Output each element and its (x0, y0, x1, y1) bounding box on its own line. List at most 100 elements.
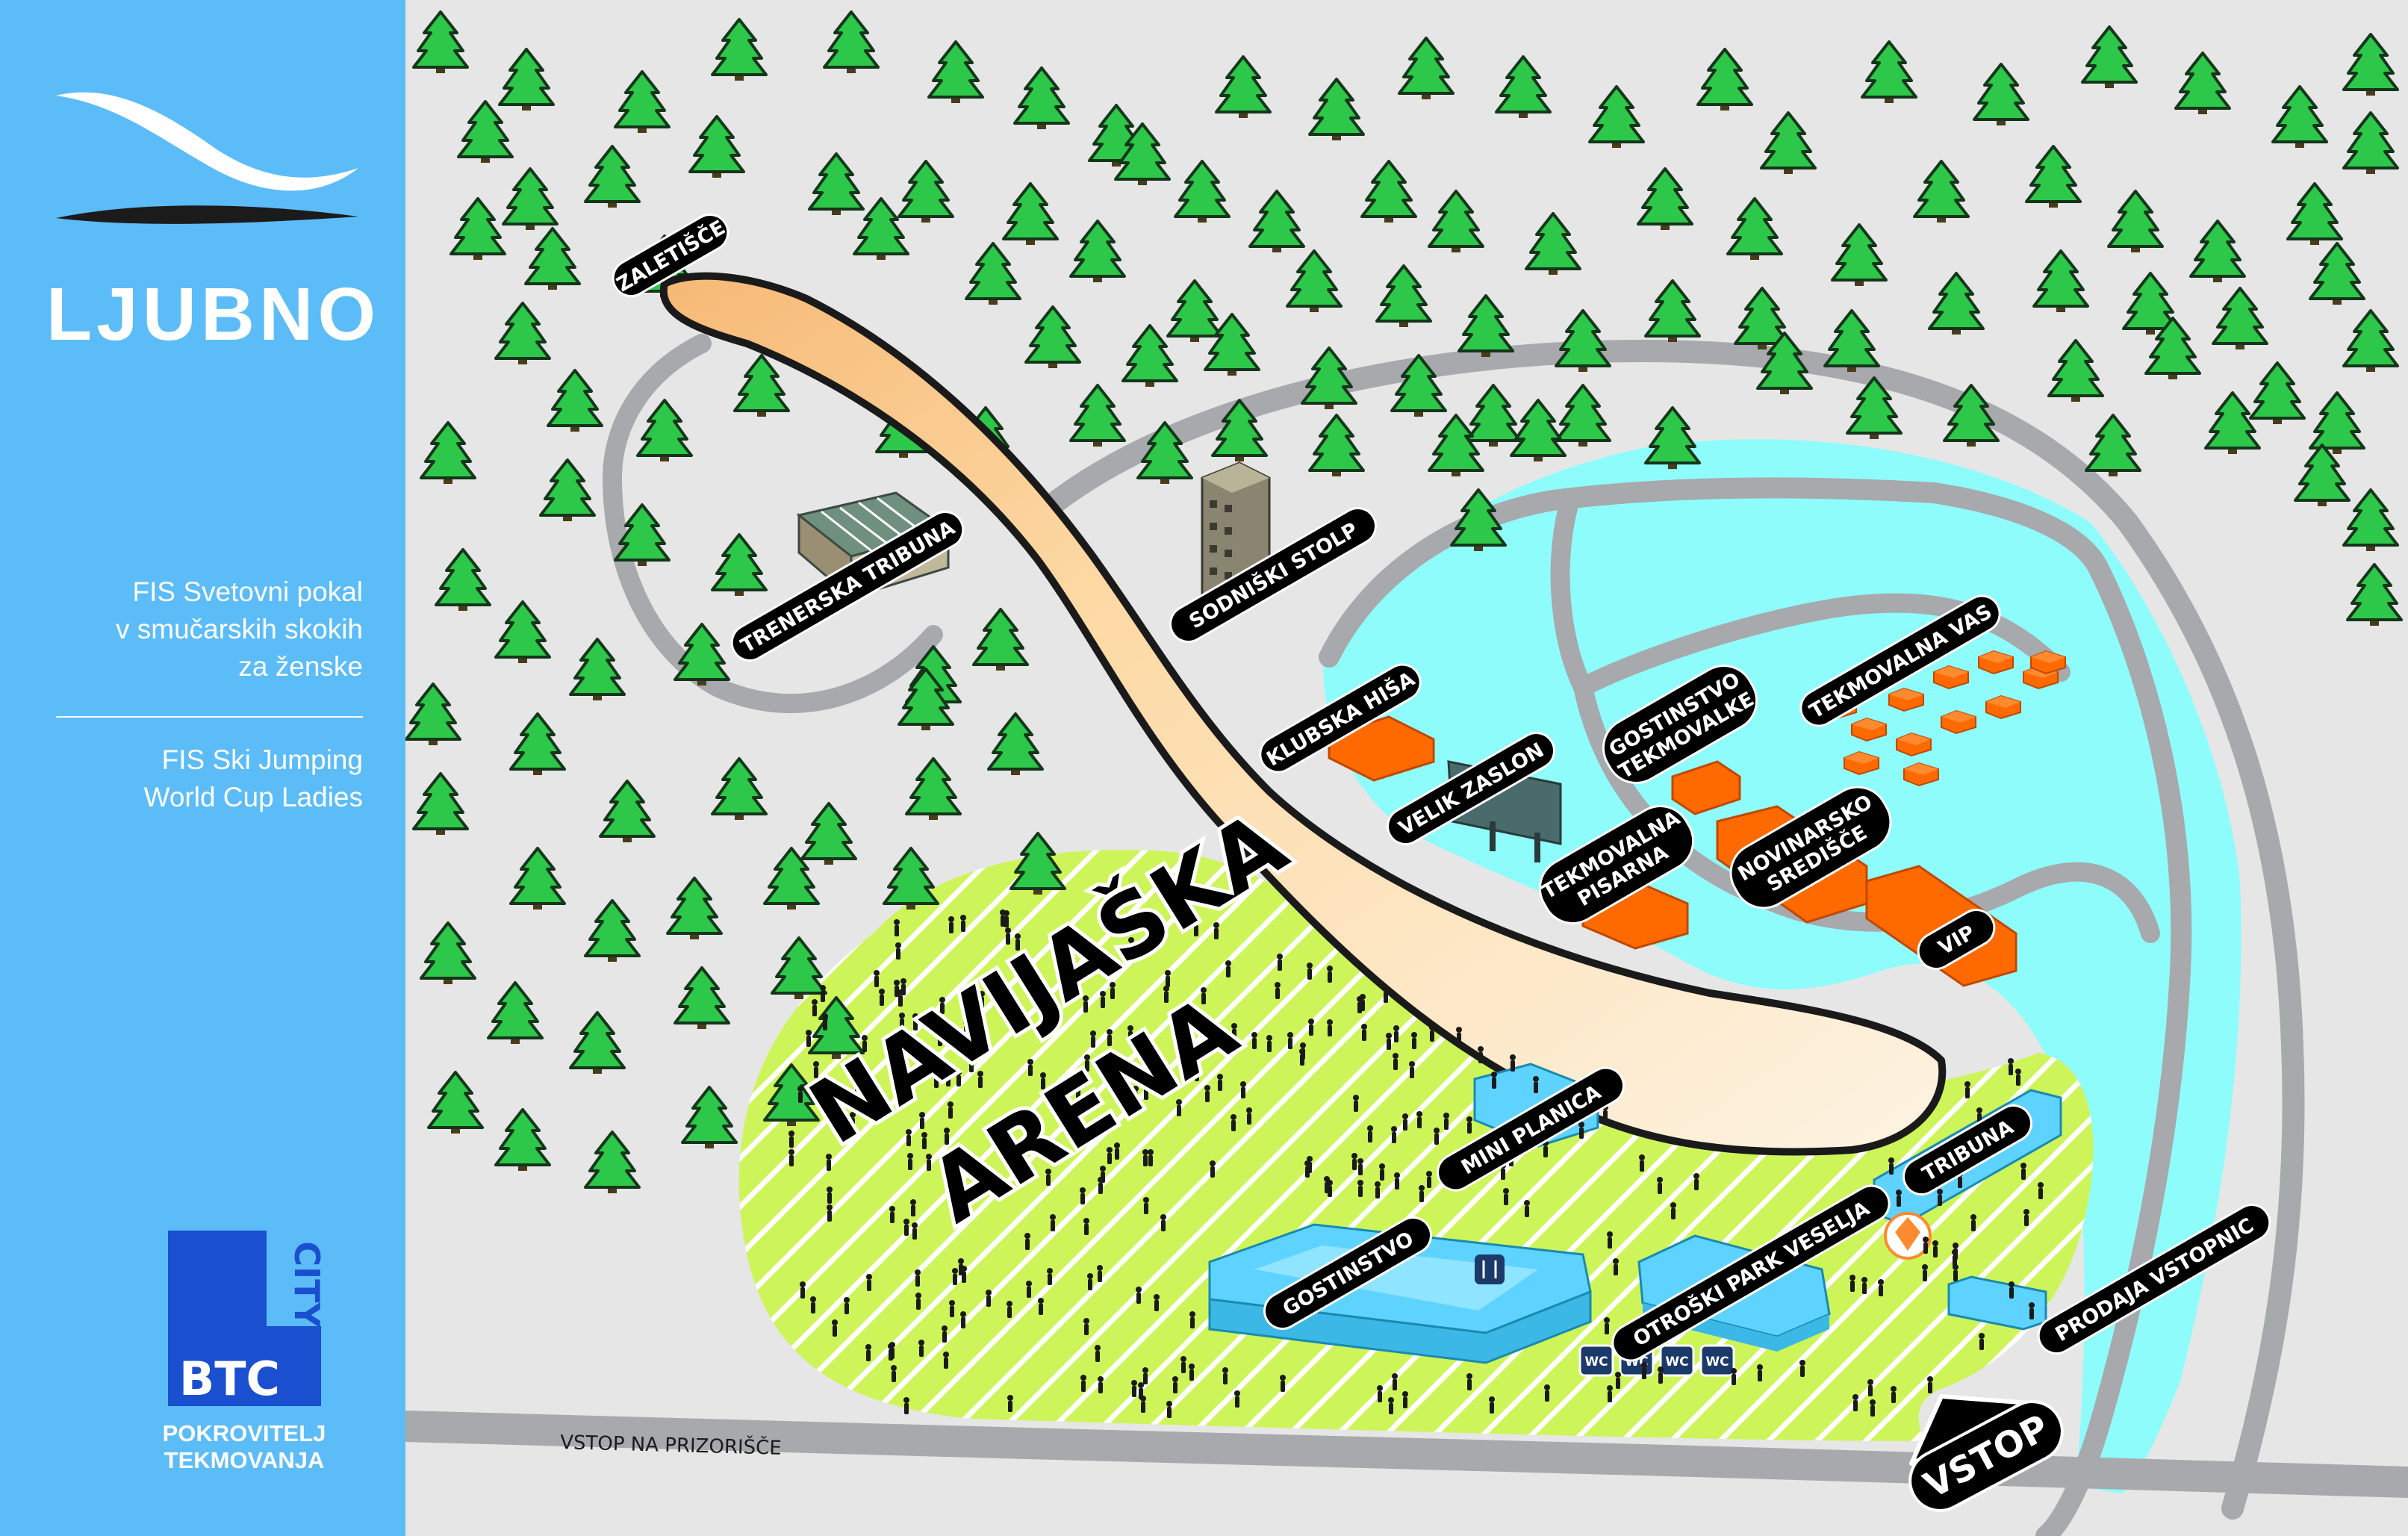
person-icon (1327, 1019, 1333, 1036)
person-icon (1757, 1364, 1763, 1381)
person-icon (1639, 1154, 1645, 1172)
person-icon (800, 1281, 806, 1299)
person-icon (960, 1311, 966, 1328)
person-icon (1578, 1122, 1584, 1139)
person-icon (1324, 1176, 1330, 1193)
person-icon (1367, 1125, 1373, 1142)
person-icon (1172, 1376, 1178, 1393)
person-icon (1641, 1362, 1647, 1379)
person-icon (1026, 1281, 1032, 1298)
person-icon (866, 1274, 872, 1291)
person-icon (1409, 1061, 1415, 1078)
roads (390, 334, 2408, 1536)
person-icon (788, 1131, 794, 1148)
wc-icon-text: WC (1584, 1355, 1608, 1369)
person-icon (1533, 1076, 1539, 1093)
road-spur-north (1550, 498, 1593, 697)
person-icon (806, 1030, 812, 1047)
person-icon (1231, 1114, 1236, 1131)
catering-pavilion (1208, 1223, 1592, 1364)
person-icon (1394, 1172, 1400, 1190)
person-icon (2020, 1163, 2026, 1180)
person-icon (1080, 1375, 1086, 1392)
person-icon (1383, 986, 1389, 1003)
person-icon (1607, 1231, 1613, 1249)
person-icon (1402, 1391, 1408, 1408)
person-icon (810, 1296, 816, 1313)
person-icon (1861, 1277, 1867, 1294)
person-icon (1083, 1318, 1089, 1335)
sidebar-graphics: LJUBNO FIS Svetovni pokal v smučarskih s… (46, 92, 380, 1473)
person-icon (1080, 1187, 1086, 1204)
person-icon (949, 1300, 955, 1317)
person-icon (844, 1297, 850, 1314)
person-icon (1393, 1053, 1399, 1070)
person-icon (894, 980, 900, 997)
person-icon (1953, 1264, 1959, 1281)
person-icon (903, 1397, 909, 1414)
person-icon (1731, 1368, 1737, 1385)
person-icon (1160, 1214, 1166, 1231)
ljubno-logo: LJUBNO (46, 92, 380, 356)
person-icon (1466, 1116, 1472, 1134)
person-icon (822, 1013, 828, 1030)
person-icon (1510, 1054, 1516, 1072)
description-en-line-2: World Cup Ladies (144, 782, 363, 812)
person-icon (1377, 1385, 1383, 1402)
person-icon (1277, 954, 1283, 971)
person-icon (1225, 960, 1231, 977)
person-icon (865, 1344, 871, 1361)
person-icon (1388, 1397, 1394, 1414)
person-icon (1927, 1376, 1933, 1393)
logo-swoosh-dark (56, 205, 358, 224)
person-icon (1888, 1157, 1894, 1175)
sponsor-caption-line-1: POKROVITELJ (163, 1420, 326, 1446)
wc-icon-text: WC (1665, 1355, 1688, 1369)
sidebar: LJUBNO FIS Svetovni pokal v smučarskih s… (0, 0, 405, 1536)
person-icon (1402, 1113, 1408, 1131)
person-icon (874, 970, 880, 987)
person-icon (1393, 1025, 1399, 1042)
person-icon (948, 1101, 953, 1119)
person-icon (1524, 1200, 1530, 1217)
person-icon (1287, 1032, 1293, 1049)
logo-swoosh-white (56, 92, 358, 191)
road-main (390, 1411, 2408, 1498)
person-icon (1615, 1372, 1621, 1389)
person-icon (1083, 1218, 1089, 1235)
person-icon (1489, 1396, 1495, 1414)
person-icon (1136, 1287, 1142, 1304)
road-outer-loop (1019, 340, 2305, 1520)
person-icon (906, 1129, 912, 1146)
person-icon (1307, 1156, 1313, 1173)
person-icon (918, 1340, 924, 1357)
sponsor-caption-line-2: TEKMOVANJA (164, 1447, 325, 1473)
person-icon (1143, 1197, 1149, 1214)
person-icon (1308, 1019, 1314, 1036)
person-icon (912, 1222, 918, 1240)
person-icon (1670, 1202, 1676, 1219)
competitor-catering-building (1671, 760, 1741, 815)
person-icon (1007, 1395, 1013, 1412)
person-icon (1379, 1163, 1385, 1181)
person-icon (1027, 1059, 1033, 1076)
person-icon (1148, 1149, 1154, 1166)
fox-mascot-icon (1884, 1212, 1932, 1260)
person-icon (1852, 1394, 1858, 1411)
person-icon (1932, 1240, 1938, 1257)
person-icon (1097, 1265, 1103, 1282)
venue-map: VSTOP NA PRIZORIŠČE (390, 0, 2408, 1536)
person-icon (1251, 1032, 1257, 1049)
road-village (1573, 593, 2071, 697)
wc-icon-text: WC (1705, 1355, 1729, 1369)
person-icon (1607, 1385, 1613, 1402)
person-icon (1007, 1301, 1012, 1318)
sponsor-logo: CITY BTC POKROVITELJ TEKMOVANJA (163, 1231, 327, 1473)
person-icon (1392, 1373, 1398, 1390)
person-icon (1098, 1177, 1104, 1194)
person-icon (1004, 910, 1009, 927)
person-icon (891, 1365, 897, 1382)
person-icon (1466, 1373, 1472, 1390)
logo-text: LJUBNO (46, 273, 380, 356)
